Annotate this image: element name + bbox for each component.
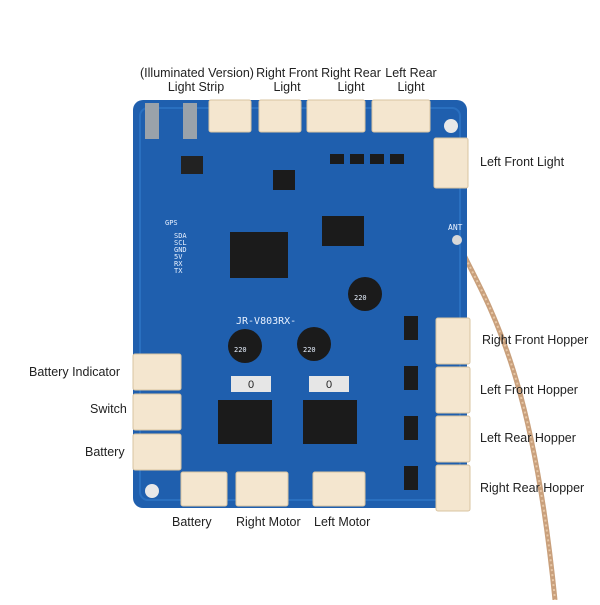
connector-left-rear-light: [371, 99, 431, 133]
label-left-rear-light: Left Rear Light: [385, 66, 437, 94]
label-left-front-hopper: Left Front Hopper: [480, 383, 578, 397]
antenna-pad: [452, 235, 462, 245]
cap-label: 220: [234, 346, 247, 354]
connector-switch: [132, 393, 182, 431]
resistor: [231, 376, 271, 392]
capacitor: [297, 327, 331, 361]
resistor-label: 0: [326, 379, 332, 391]
label-right-front-light: Right Front Light: [256, 66, 318, 94]
connector-right-motor: [235, 471, 289, 507]
label-left-motor: Left Motor: [314, 515, 371, 529]
pin-sda: SDA: [174, 232, 187, 240]
resistor: [309, 376, 349, 392]
board-ant: ANT: [448, 223, 463, 232]
radio-chip: [322, 216, 364, 246]
label-left-front-light: Left Front Light: [480, 155, 565, 169]
label-right-rear-light: Right Rear Light: [321, 66, 381, 94]
pin-rx: RX: [174, 260, 183, 268]
label-right-rear-hopper: Right Rear Hopper: [480, 481, 585, 495]
label-battery-left: Battery: [85, 445, 125, 459]
label-left-rear-hopper: Left Rear Hopper: [480, 431, 576, 445]
label-battery-indicator: Battery Indicator: [29, 365, 121, 379]
pin-gnd: GND: [174, 246, 187, 254]
motor-driver-chip-left: [218, 400, 272, 444]
mount-hole: [145, 484, 159, 498]
mount-hole: [444, 119, 458, 133]
capacitor: [348, 277, 382, 311]
antenna-cable: [454, 239, 558, 601]
connector-left-front-light: [433, 137, 469, 189]
connector-right-rear-hopper: [435, 464, 471, 512]
board-gps: GPS: [165, 219, 178, 227]
pin-scl: SCL: [174, 239, 187, 247]
cap-label: 220: [303, 346, 316, 354]
label-switch: Switch: [90, 402, 127, 416]
label-right-front-hopper: Right Front Hopper: [482, 333, 589, 347]
connector-right-front-light: [258, 99, 302, 133]
connector-left-front-hopper: [435, 366, 471, 414]
cap-label: 220: [354, 294, 367, 302]
connector-battery-indicator: [132, 353, 182, 391]
connector-left-rear-hopper: [435, 415, 471, 463]
small-chip: [273, 170, 295, 190]
light-strip-pin: [145, 103, 159, 139]
connector-battery-left: [132, 433, 182, 471]
board-model: JR-V803RX-: [236, 316, 296, 327]
connector-left-motor: [312, 471, 366, 507]
capacitor: [228, 329, 262, 363]
mcu-chip: [230, 232, 288, 278]
motor-driver-chip-right: [303, 400, 357, 444]
resistor-label: 0: [248, 379, 254, 391]
pcb-board: [133, 100, 467, 508]
light-strip-pin: [183, 103, 197, 139]
connector-battery-bottom: [180, 471, 228, 507]
connector-light-strip: [208, 99, 252, 133]
label-right-motor: Right Motor: [236, 515, 301, 529]
pin-tx: TX: [174, 267, 183, 275]
inductor: [181, 156, 203, 174]
connector-right-rear-light: [306, 99, 366, 133]
label-light-strip: (Illuminated Version) Light Strip: [140, 66, 254, 94]
label-battery-bottom: Battery: [172, 515, 212, 529]
pin-5v: 5V: [174, 253, 183, 261]
connector-right-front-hopper: [435, 317, 471, 365]
